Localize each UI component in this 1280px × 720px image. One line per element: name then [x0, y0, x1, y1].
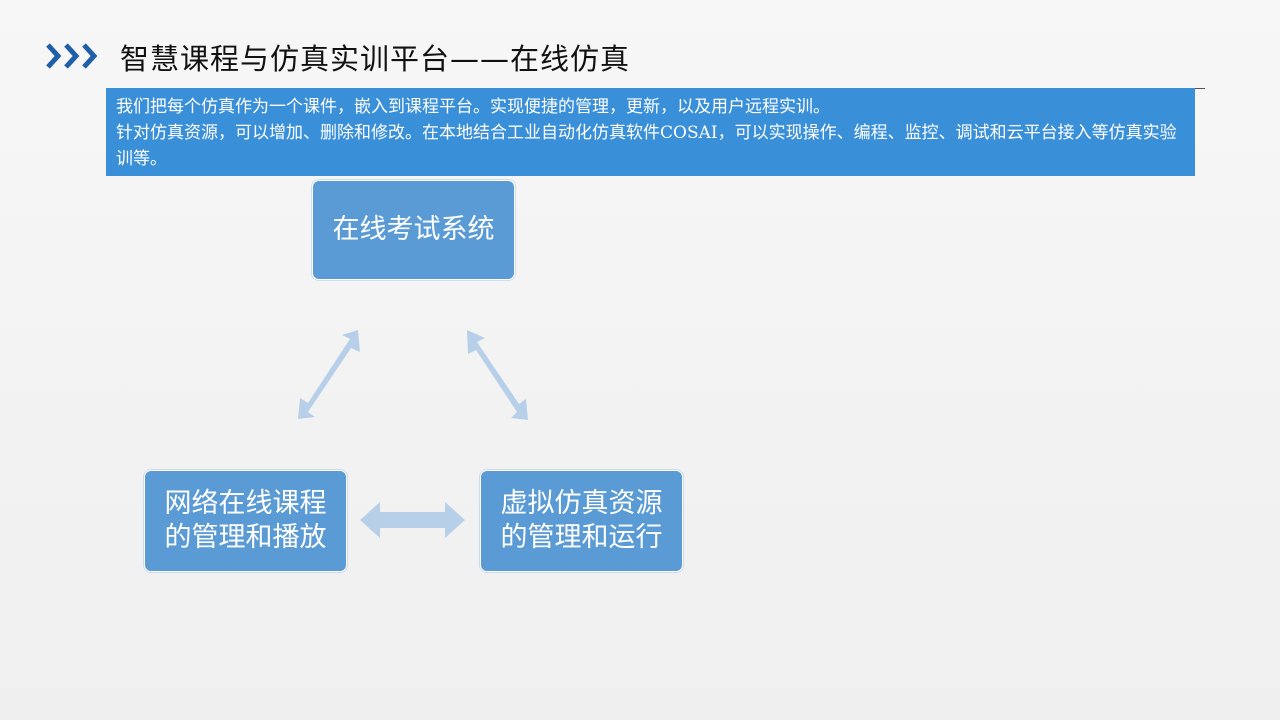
intro-line-1: 我们把每个仿真作为一个课件，嵌入到课程平台。实现便捷的管理，更新，以及用户远程实… [116, 97, 830, 117]
intro-text-box: 我们把每个仿真作为一个课件，嵌入到课程平台。实现便捷的管理，更新，以及用户远程实… [106, 88, 1195, 176]
node-virtual-sim-line-2: 的管理和运行 [500, 522, 663, 553]
double-arrow-top-left [298, 330, 360, 419]
node-online-course-management: 网络在线课程 的管理和播放 [144, 470, 347, 572]
intro-line-2: 针对仿真资源，可以增加、删除和修改。在本地结合工业自动化仿真软件COSAI，可以… [116, 123, 1177, 169]
node-online-course-line-2: 的管理和播放 [164, 522, 327, 553]
node-virtual-sim-line-1: 虚拟仿真资源 [500, 488, 663, 519]
triple-chevron-right-icon [46, 43, 98, 69]
node-virtual-simulation-resources: 虚拟仿真资源 的管理和运行 [480, 470, 683, 572]
node-online-course-line-1: 网络在线课程 [164, 488, 327, 519]
node-online-exam-system: 在线考试系统 [312, 180, 515, 280]
double-arrow-bottom [360, 502, 465, 538]
double-arrow-top-right [467, 330, 528, 420]
node-online-exam-system-label: 在线考试系统 [332, 214, 495, 245]
page-title: 智慧课程与仿真实训平台——在线仿真 [120, 42, 631, 76]
